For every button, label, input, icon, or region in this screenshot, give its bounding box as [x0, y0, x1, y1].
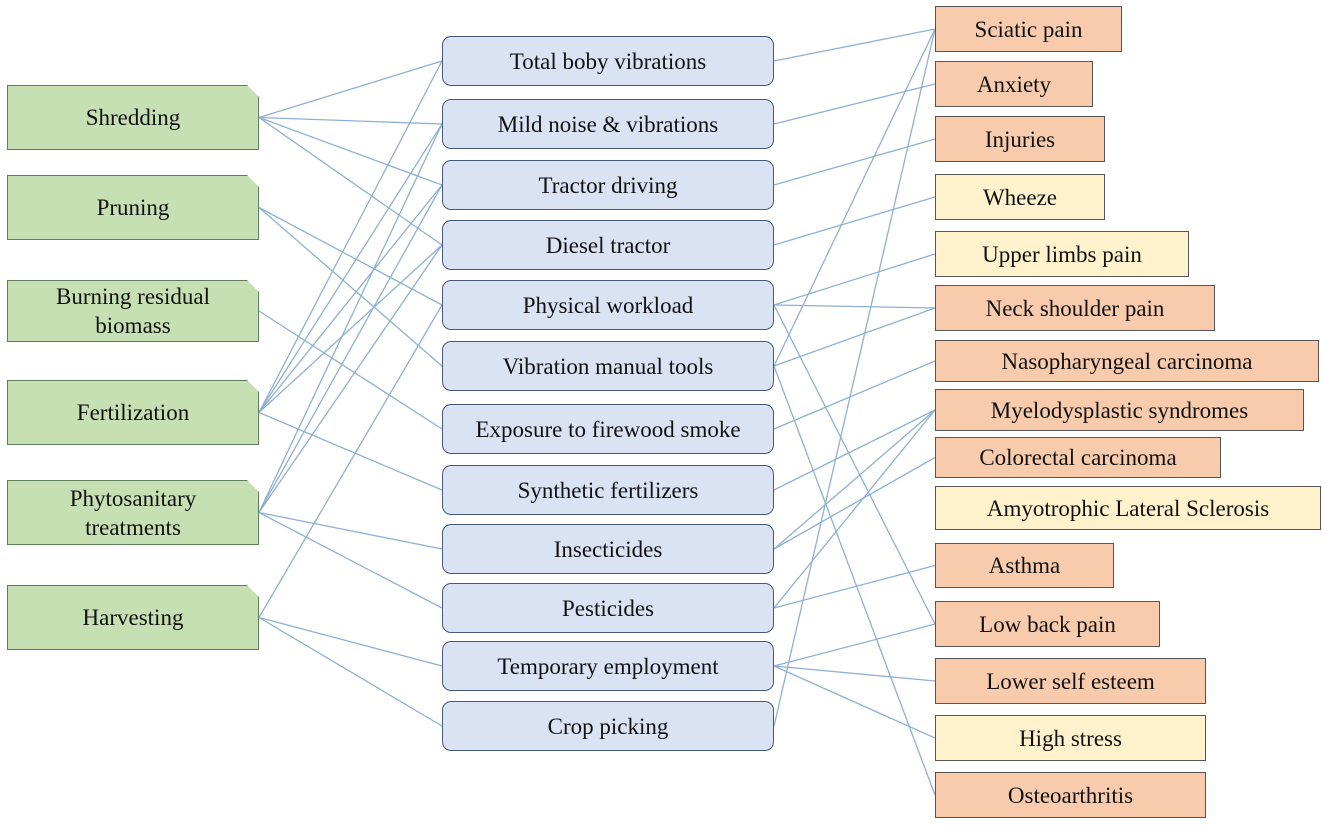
link-pesticides-to-myelodysplastic [773, 409, 936, 609]
activity-shredding: Shredding [7, 85, 259, 150]
exposure-total-body-vibrations: Total boby vibrations [442, 36, 774, 86]
exposure-mild-noise-vibrations: Mild noise & vibrations [442, 99, 774, 149]
link-fertilization-to-total_body_vibrations [258, 60, 443, 413]
link-synthetic_fertilizers-to-myelodysplastic [773, 409, 936, 491]
link-crop_picking-to-sciatic_pain [773, 28, 936, 727]
link-physical_workload-to-neck_shoulder_pain [773, 304, 936, 309]
outcome-wheeze: Wheeze [935, 174, 1105, 220]
outcome-anxiety: Anxiety [935, 61, 1093, 107]
link-insecticides-to-myelodysplastic [773, 409, 936, 550]
exposure-diesel-tractor: Diesel tractor [442, 220, 774, 270]
link-burning-to-firewood_smoke [258, 310, 443, 430]
link-shredding-to-mild_noise [258, 116, 443, 125]
link-fertilization-to-synthetic_fertilizers [258, 411, 443, 491]
outcome-myelodysplastic-syndromes: Myelodysplastic syndromes [935, 389, 1304, 431]
link-phytosanitary-to-pesticides [258, 511, 443, 609]
exposure-insecticides: Insecticides [442, 524, 774, 574]
activity-harvesting: Harvesting [7, 585, 259, 650]
link-physical_workload-to-upper_limbs_pain [773, 253, 936, 306]
exposure-pesticides: Pesticides [442, 583, 774, 633]
link-phytosanitary-to-tractor_driving [258, 184, 443, 513]
link-temporary_employment-to-high_stress [773, 665, 936, 739]
link-phytosanitary-to-diesel_tractor [258, 244, 443, 513]
link-harvesting-to-physical_workload [258, 304, 443, 618]
link-phytosanitary-to-insecticides [258, 511, 443, 550]
outcome-lower-self-esteem: Lower self esteem [935, 658, 1206, 704]
link-pruning-to-vibration_tools [258, 207, 443, 367]
activity-burning-residual-biomass: Burning residual biomass [7, 280, 259, 342]
link-firewood_smoke-to-nasopharyngeal [773, 360, 936, 430]
link-shredding-to-total_body_vibrations [258, 60, 443, 119]
exposure-firewood-smoke: Exposure to firewood smoke [442, 404, 774, 454]
link-vibration_tools-to-osteoarthritis [773, 365, 936, 796]
link-mild_noise-to-anxiety [773, 83, 936, 125]
link-harvesting-to-temporary_employment [258, 616, 443, 667]
exposure-tractor-driving: Tractor driving [442, 160, 774, 210]
activity-phytosanitary-treatments: Phytosanitary treatments [7, 480, 259, 545]
outcome-high-stress: High stress [935, 715, 1206, 761]
exposure-physical-workload: Physical workload [442, 280, 774, 330]
outcome-neck-shoulder-pain: Neck shoulder pain [935, 285, 1215, 331]
activity-pruning: Pruning [7, 175, 259, 240]
outcome-asthma: Asthma [935, 543, 1114, 588]
exposure-vibration-manual-tools: Vibration manual tools [442, 341, 774, 391]
outcome-colorectal-carcinoma: Colorectal carcinoma [935, 437, 1221, 478]
link-temporary_employment-to-low_back_pain [773, 623, 936, 667]
link-pruning-to-physical_workload [258, 206, 443, 306]
link-insecticides-to-colorectal [773, 456, 936, 550]
link-diesel_tractor-to-wheeze [773, 196, 936, 246]
link-harvesting-to-crop_picking [258, 616, 443, 727]
activity-fertilization: Fertilization [7, 380, 259, 445]
link-pesticides-to-asthma [773, 564, 936, 609]
outcome-nasopharyngeal-carcinoma: Nasopharyngeal carcinoma [935, 340, 1319, 382]
link-vibration_tools-to-neck_shoulder_pain [773, 307, 936, 367]
outcome-sciatic-pain: Sciatic pain [935, 6, 1122, 52]
link-fertilization-to-tractor_driving [258, 184, 443, 413]
link-phytosanitary-to-mild_noise [258, 123, 443, 513]
outcome-low-back-pain: Low back pain [935, 601, 1160, 647]
link-vibration_tools-to-sciatic_pain [773, 28, 936, 367]
link-fertilization-to-diesel_tractor [258, 244, 443, 413]
link-shredding-to-tractor_driving [258, 116, 443, 186]
outcome-osteoarthritis: Osteoarthritis [935, 772, 1206, 818]
exposure-crop-picking: Crop picking [442, 701, 774, 751]
outcome-upper-limbs-pain: Upper limbs pain [935, 231, 1189, 277]
link-tractor_driving-to-injuries [773, 138, 936, 186]
outcome-injuries: Injuries [935, 116, 1105, 162]
link-total_body_vibrations-to-sciatic_pain [773, 28, 936, 62]
exposure-synthetic-fertilizers: Synthetic fertilizers [442, 465, 774, 515]
exposure-temporary-employment: Temporary employment [442, 641, 774, 691]
link-physical_workload-to-low_back_pain [773, 304, 936, 625]
link-fertilization-to-mild_noise [258, 123, 443, 413]
outcome-amyotrophic-lateral-sclerosis: Amyotrophic Lateral Sclerosis [935, 486, 1321, 530]
link-temporary_employment-to-lower_self_esteem [773, 665, 936, 682]
